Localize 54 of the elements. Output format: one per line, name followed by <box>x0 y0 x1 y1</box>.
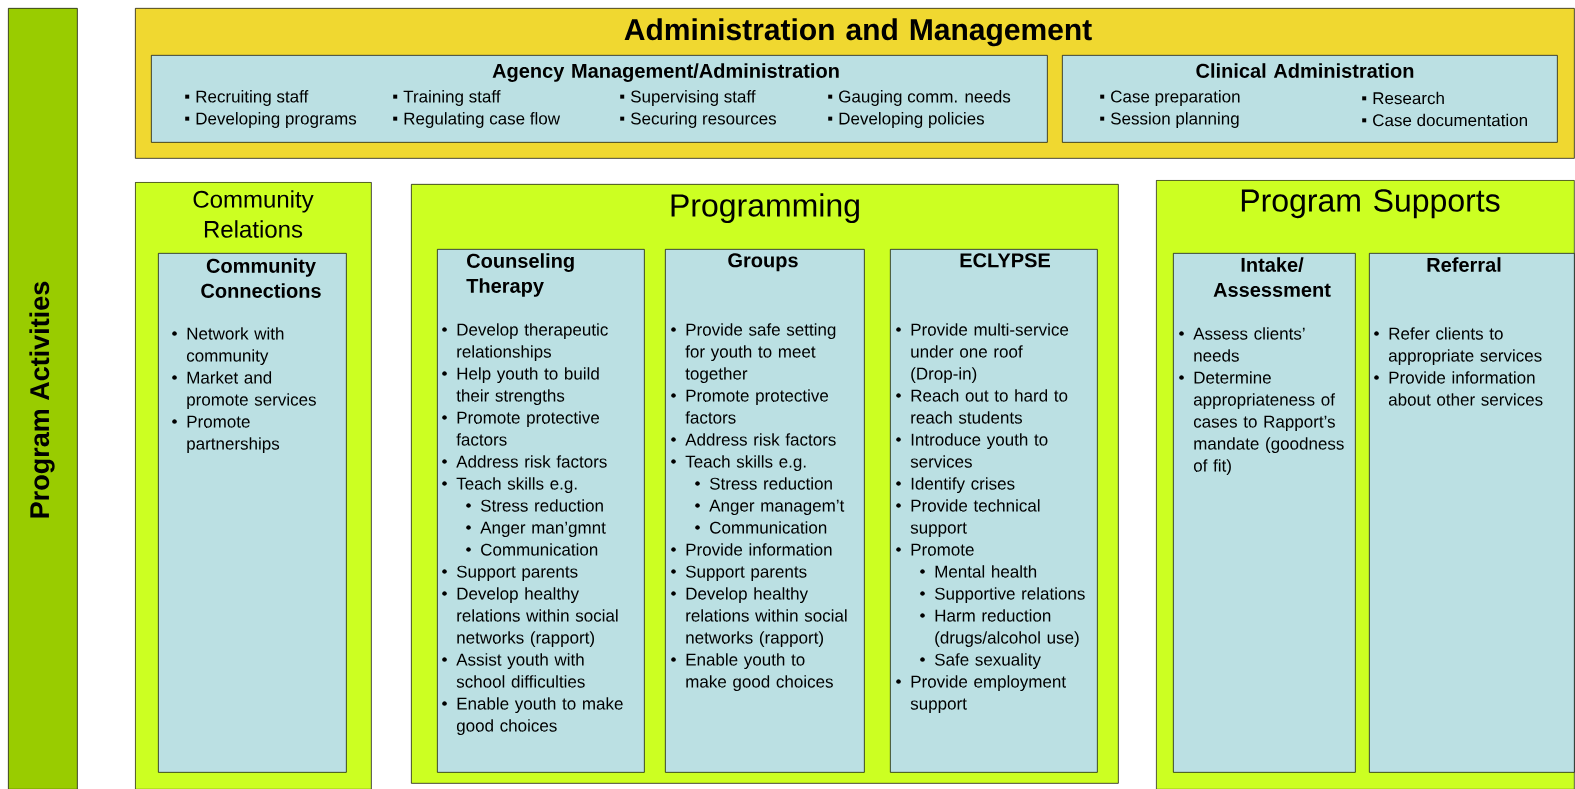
bullet-item: Address risk factors <box>442 455 607 468</box>
bullet-item: Teach skills e.g. <box>442 477 577 494</box>
bullet-item: Help youth to build their strengths <box>442 367 599 406</box>
bullet-item: Support parents <box>671 565 807 582</box>
bullet-item: Securing resources <box>620 112 776 128</box>
bullet-item: Enable youth to make good choices <box>671 653 833 692</box>
bullet-item: Provide technical support <box>896 499 1040 538</box>
bullet-item: Network with community <box>172 327 284 366</box>
bullet-item: Develop healthy relations within social networks (rapport) <box>671 587 847 648</box>
bullet-item: Promote protective factors <box>442 411 600 446</box>
bullet-item: Training staff <box>393 90 501 106</box>
bullet-item: Provide safe setting for youth to meet together <box>671 323 836 384</box>
bullet-item: Mental health <box>920 565 1037 578</box>
bullet-item: Supportive relations <box>920 587 1085 604</box>
bullet-item: Stress reduction <box>466 499 603 512</box>
bullet-item: Market and promote services <box>172 371 316 410</box>
bullet-item: Promote partnerships <box>172 415 280 454</box>
bullet-item: Identify crises <box>896 477 1015 494</box>
bullet-item: Reach out to hard to reach students <box>896 389 1068 424</box>
bullet-item: Provide multi-service under one roof (Drop-in) <box>896 323 1069 384</box>
bullet-item: Harm reduction (drugs/alcohol use) <box>920 609 1079 648</box>
bullet-item: Research <box>1362 91 1444 105</box>
bullet-item: Anger man’gmnt <box>466 521 606 538</box>
bullet-item: Developing policies <box>828 112 984 128</box>
bullet-item: Introduce youth to services <box>896 433 1048 468</box>
bullet-item: Determine appropriateness of cases to Rapport’s mandate (goodness of fit) <box>1179 371 1344 476</box>
bullet-item: Refer clients to appropriate services <box>1374 327 1542 366</box>
bullet-item: Develop therapeutic relationships <box>442 323 608 362</box>
bullet-item: Developing programs <box>185 112 357 128</box>
bullet-item: Support parents <box>442 565 578 582</box>
bullet-item: Promote <box>896 543 974 556</box>
bullet-item: Provide information about other services <box>1374 371 1543 406</box>
bullet-item: Stress reduction <box>695 477 832 490</box>
bullet-item: Session planning <box>1100 112 1239 128</box>
bullet-item: Provide employment support <box>896 675 1066 714</box>
bullet-item: Promote protective factors <box>671 389 829 424</box>
bullet-item: Teach skills e.g. <box>671 455 806 472</box>
bullet-item: Safe sexuality <box>920 653 1041 670</box>
bullet-item: Recruiting staff <box>185 90 309 106</box>
bullet-item: Assess clients’ needs <box>1179 327 1305 362</box>
side-band: Program Activities <box>8 8 78 789</box>
bullet-item: Communication <box>695 521 827 534</box>
bullet-item: Regulating case flow <box>393 112 561 128</box>
bullet-item: Develop healthy relations within social networks (rapport) <box>442 587 618 648</box>
bullet-item: Supervising staff <box>620 90 756 106</box>
bullet-item: Communication <box>466 543 598 556</box>
bullet-item: Assist youth with school difficulties <box>442 653 585 688</box>
bullet-item: Enable youth to make good choices <box>442 697 623 736</box>
bullet-item: Anger managem’t <box>695 499 845 516</box>
bullet-item: Case documentation <box>1362 113 1527 127</box>
bullet-item: Case preparation <box>1100 90 1240 106</box>
bullet-item: Gauging comm. needs <box>828 90 1011 106</box>
bullet-item: Provide information <box>671 543 832 556</box>
bullet-item: Address risk factors <box>671 433 836 446</box>
